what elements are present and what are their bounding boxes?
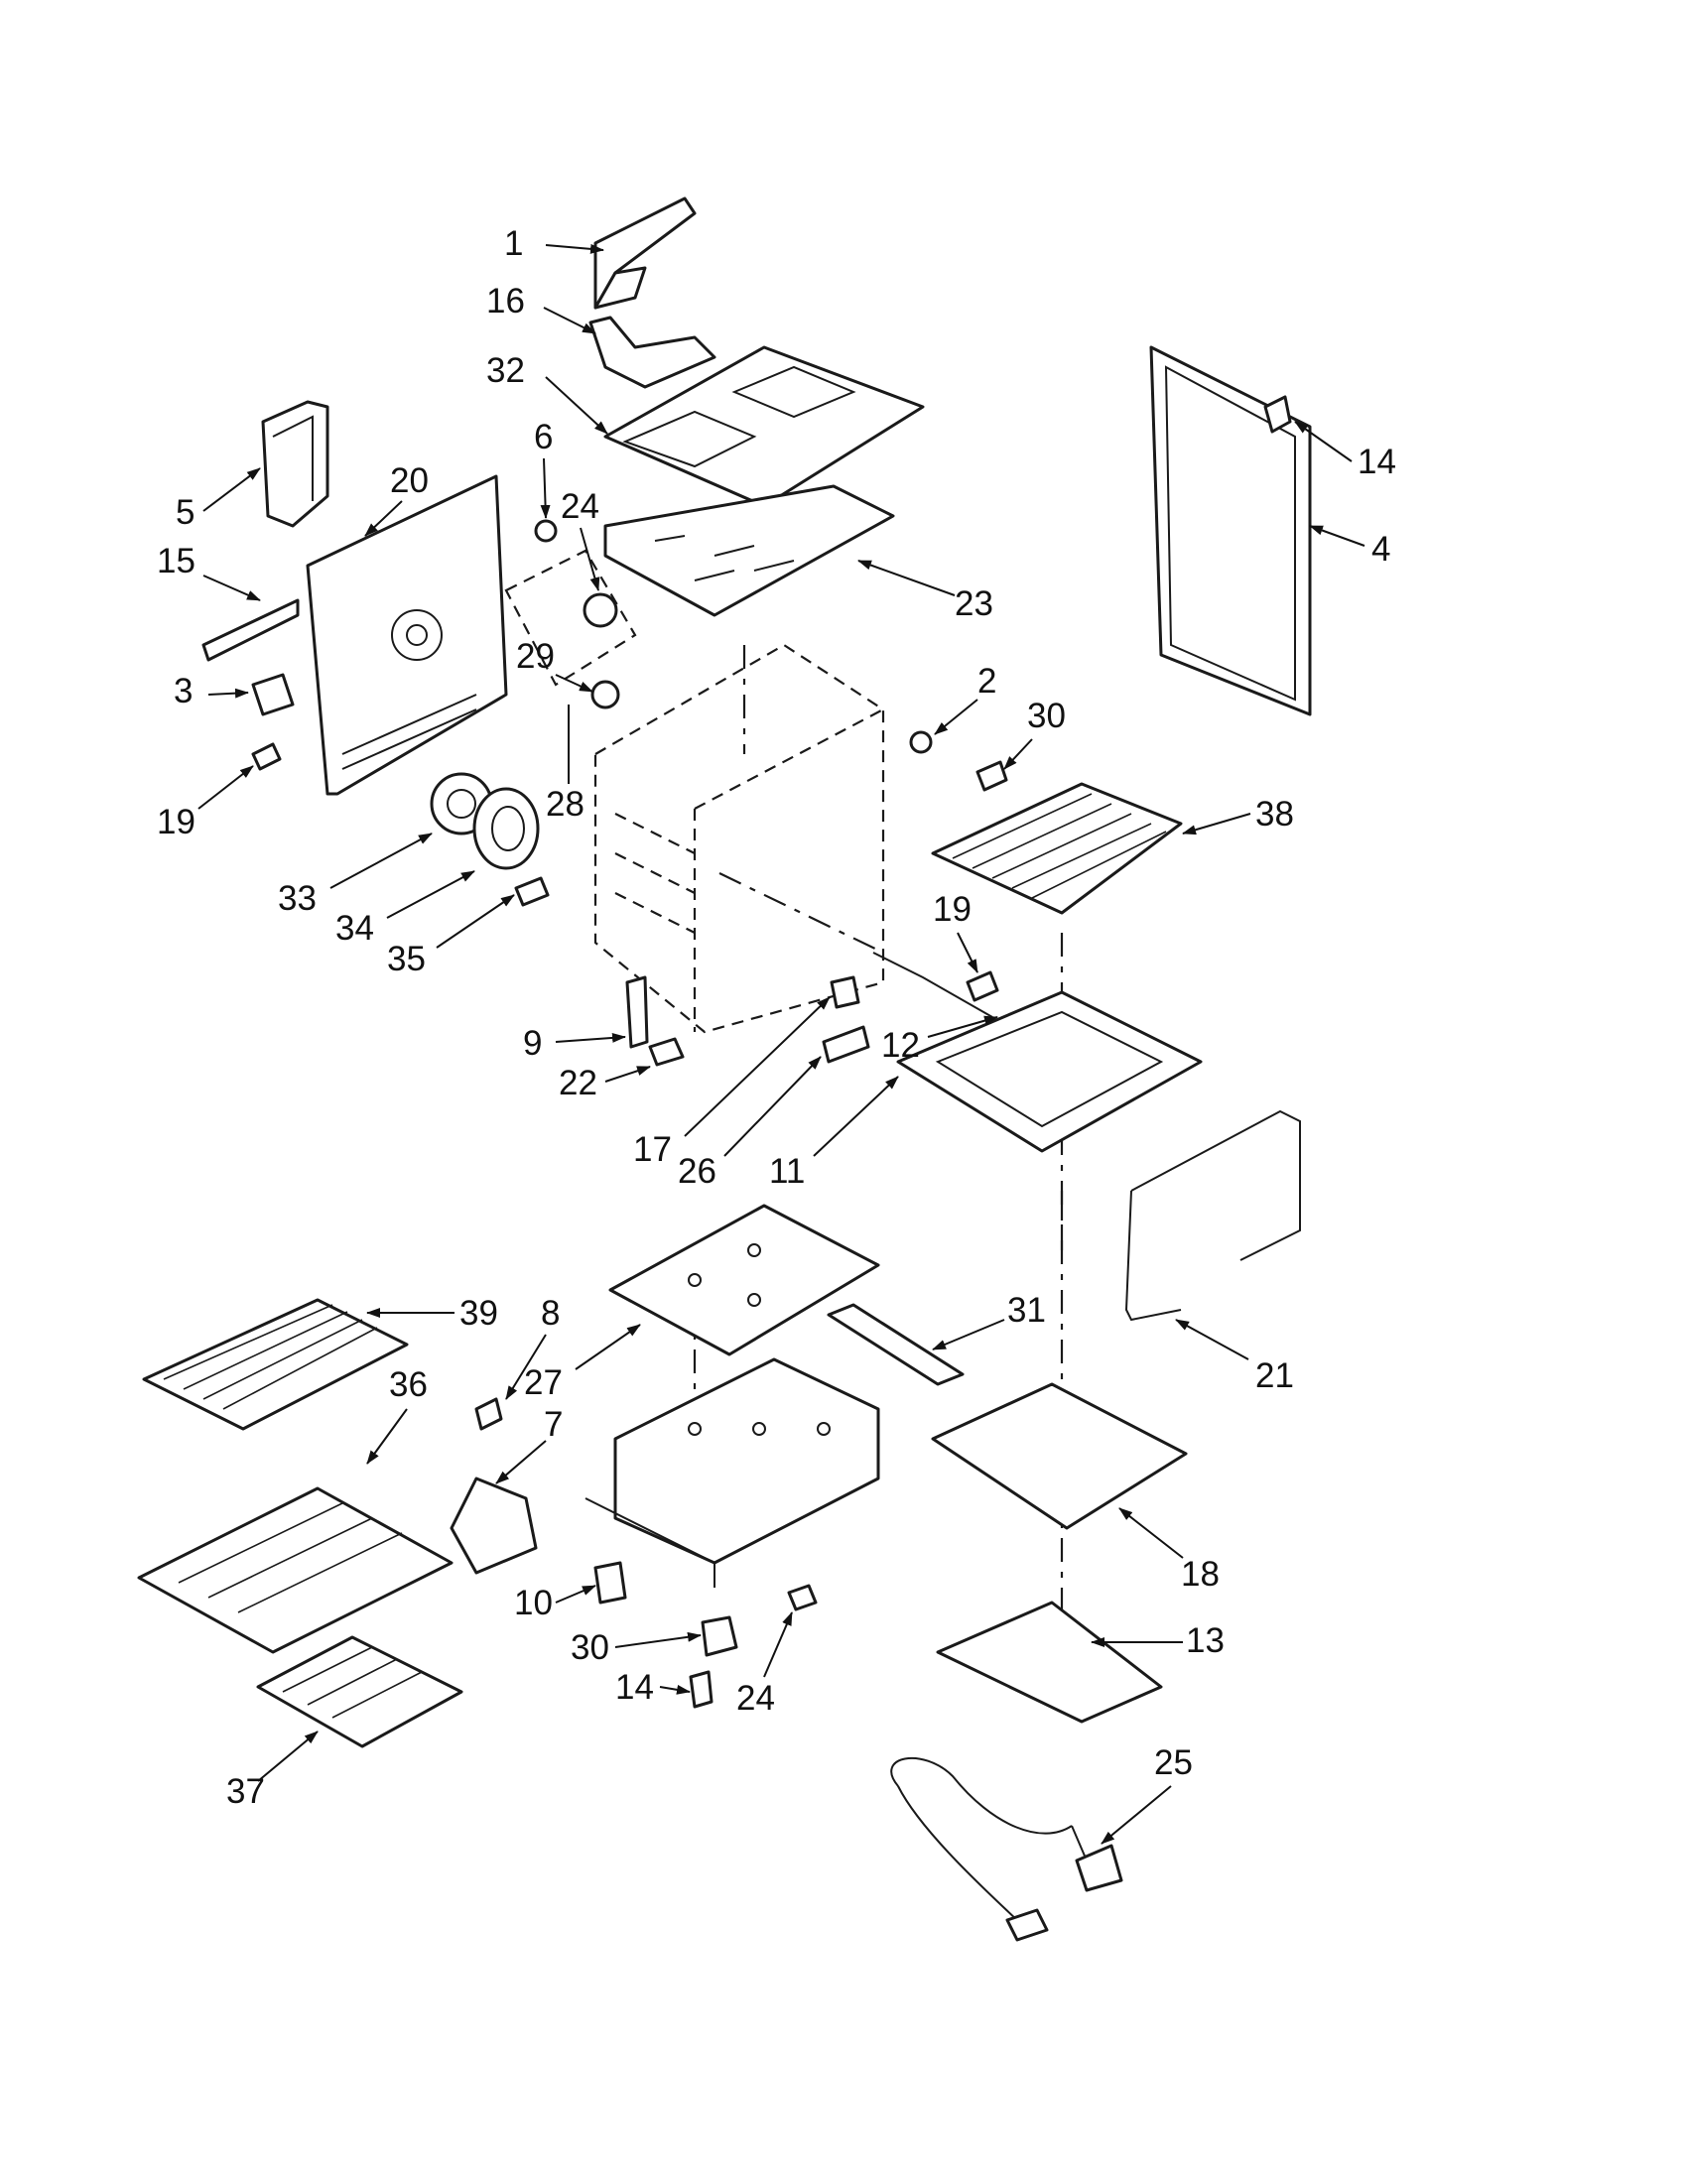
callout-17: 17 <box>633 1130 672 1169</box>
callout-7: 7 <box>544 1405 563 1444</box>
callout-3: 3 <box>174 672 193 710</box>
part-16-vent-duct <box>588 316 716 389</box>
callout-37: 37 <box>226 1772 265 1811</box>
part-38-rack <box>931 782 1183 915</box>
callouts: 1 16 32 6 24 5 20 15 3 29 19 28 33 34 35… <box>157 224 1396 1845</box>
callout-22: 22 <box>559 1064 597 1102</box>
part-19-screw-left <box>251 742 282 771</box>
callout-10: 10 <box>514 1584 553 1622</box>
part-6-fitting <box>534 519 558 543</box>
part-21-gasket <box>1124 1109 1301 1322</box>
part-36-rack <box>137 1486 454 1654</box>
callout-11: 11 <box>769 1152 805 1191</box>
part-15-rail <box>201 598 300 662</box>
oven-cavity <box>593 643 885 1034</box>
part-22-screw <box>648 1037 685 1067</box>
part-19-screw-right <box>966 970 999 1002</box>
callout-4: 4 <box>1371 530 1390 569</box>
callout-28: 28 <box>546 785 584 824</box>
callout-9: 9 <box>523 1024 542 1063</box>
callout-13: 13 <box>1186 1621 1225 1660</box>
callout-23: 23 <box>955 584 993 623</box>
part-2-spacer <box>909 730 933 754</box>
part-5-bracket <box>261 400 329 528</box>
part-3-clip <box>251 673 295 716</box>
callout-16: 16 <box>486 282 525 321</box>
part-26-bracket <box>822 1025 870 1064</box>
part-10-leveling-leg <box>593 1561 627 1605</box>
part-20-rear-panel <box>306 474 508 796</box>
callout-14: 14 <box>1358 443 1396 481</box>
part-11-bottom-frame <box>896 990 1203 1153</box>
callout-39: 39 <box>459 1294 498 1333</box>
callout-29: 29 <box>516 637 555 676</box>
callout-38: 38 <box>1255 795 1294 834</box>
callout-8: 8 <box>541 1294 560 1333</box>
part-30-bracket-lower <box>701 1615 738 1657</box>
part-4-door-frame <box>1149 345 1312 716</box>
part-7-bracket <box>450 1477 538 1575</box>
part-1-vent <box>593 196 697 310</box>
callout-19-right: 19 <box>933 890 972 929</box>
callout-33: 33 <box>278 879 317 918</box>
part-13-drawer-liner <box>936 1601 1163 1724</box>
callout-2: 2 <box>977 662 996 701</box>
callout-20: 20 <box>390 461 429 500</box>
part-30-screw-top <box>975 760 1008 792</box>
callout-18: 18 <box>1181 1555 1220 1594</box>
callout-24-lower: 24 <box>736 1679 775 1718</box>
callout-5: 5 <box>176 493 195 532</box>
part-31-igniter <box>827 1303 965 1386</box>
callout-14-lower: 14 <box>615 1668 654 1707</box>
part-25-power-cord <box>890 1756 1123 1942</box>
part-17-screw <box>830 975 860 1009</box>
callout-21: 21 <box>1255 1356 1294 1395</box>
part-18-bottom-panel <box>931 1382 1188 1530</box>
part-39-rack <box>142 1298 409 1431</box>
callout-25: 25 <box>1154 1743 1193 1782</box>
part-12-element <box>872 952 993 1018</box>
callout-12: 12 <box>881 1026 920 1065</box>
callout-30: 30 <box>1027 697 1066 735</box>
callout-31: 31 <box>1007 1291 1046 1330</box>
part-14-screw-top <box>1263 395 1292 434</box>
callout-19: 19 <box>157 803 195 841</box>
part-8-screw <box>474 1397 503 1431</box>
callout-6: 6 <box>534 418 553 456</box>
part-35-screw <box>514 876 550 907</box>
callout-36: 36 <box>389 1365 428 1404</box>
callout-32: 32 <box>486 351 525 390</box>
callout-24: 24 <box>561 487 599 526</box>
part-23-oven-top <box>603 484 895 617</box>
part-34-fan-cover <box>472 787 540 870</box>
callout-15: 15 <box>157 542 195 580</box>
part-32-top-plate <box>603 345 925 508</box>
callout-35: 35 <box>387 940 426 978</box>
part-9-hinge <box>625 975 649 1049</box>
part-28-group <box>504 549 637 709</box>
callout-34: 34 <box>335 909 374 948</box>
callout-27: 27 <box>524 1363 563 1402</box>
callout-1: 1 <box>504 224 523 263</box>
callout-26: 26 <box>678 1152 716 1191</box>
burner-housing <box>584 1357 880 1588</box>
part-24-clip-lower <box>787 1584 818 1611</box>
part-27-plate <box>608 1204 880 1356</box>
part-14-screw-lower <box>689 1670 714 1709</box>
part-37-rack <box>256 1635 463 1748</box>
callout-30-lower: 30 <box>571 1628 609 1667</box>
